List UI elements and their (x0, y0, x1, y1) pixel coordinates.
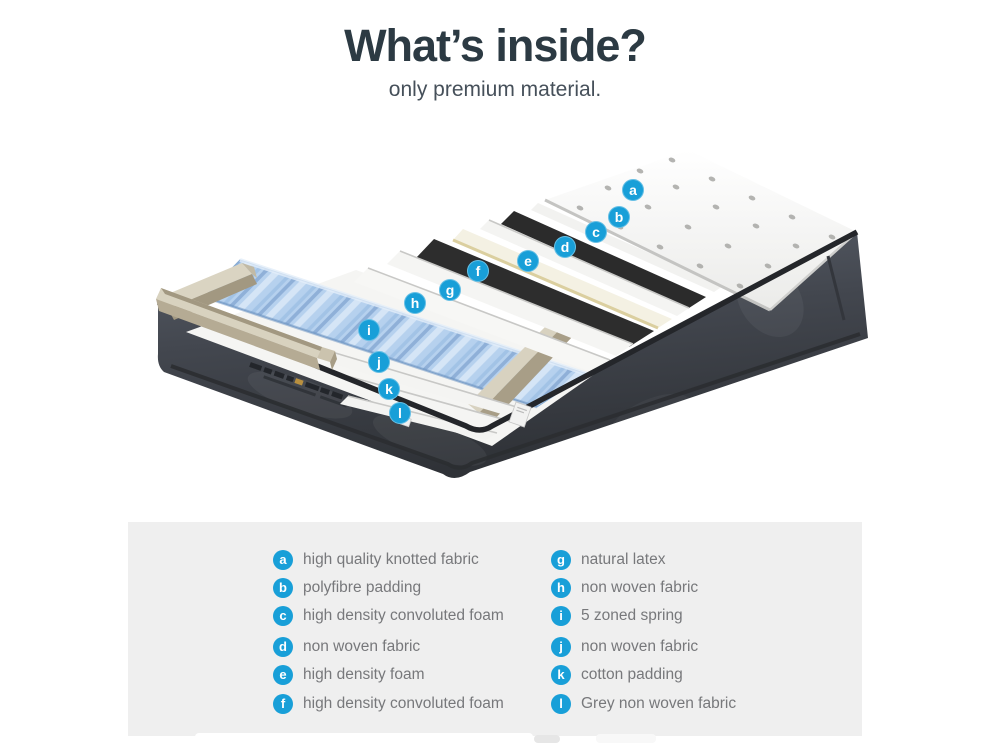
legend-label-l: Grey non woven fabric (581, 695, 737, 712)
callout-badge-k: k (378, 378, 400, 400)
legend-label-a: high quality knotted fabric (303, 551, 479, 568)
legend-badge-d: d (273, 637, 293, 657)
legend-label-e: high density foam (303, 666, 425, 683)
legend-badge-e: e (273, 665, 293, 685)
legend-label-k: cotton padding (581, 666, 683, 683)
callout-badge-l: l (389, 402, 411, 424)
callout-badge-c: c (585, 221, 607, 243)
callout-badge-b: b (608, 206, 630, 228)
mattress-base (157, 232, 868, 479)
legend-label-i: 5 zoned spring (581, 607, 683, 624)
watermark-fragment (596, 734, 656, 743)
page-subtitle: only premium material. (388, 78, 602, 101)
legend-badge-g: g (551, 550, 571, 570)
callout-badge-g: g (439, 279, 461, 301)
legend-label-b: polyfibre padding (303, 579, 422, 596)
layer-c (501, 211, 706, 308)
legend-badge-i: i (551, 606, 571, 626)
layer-l (340, 396, 497, 440)
legend-badge-h: h (551, 578, 571, 598)
legend-badge-j: j (551, 637, 571, 657)
layer-e (453, 229, 672, 328)
legend-label-h: non woven fabric (581, 579, 699, 596)
legend-item-b: b polyfibre padding (273, 578, 421, 598)
legend-badge-b: b (273, 578, 293, 598)
callout-badge-h: h (404, 292, 426, 314)
legend-item-f: f high density convoluted foam (273, 694, 504, 714)
legend-badge-c: c (273, 606, 293, 626)
legend-label-j: non woven fabric (581, 638, 699, 655)
callout-badge-i: i (358, 319, 380, 341)
legend-label-d: non woven fabric (303, 638, 421, 655)
layer-b (531, 203, 723, 292)
brand-embroidery (249, 362, 348, 408)
callout-badge-d: d (554, 236, 576, 258)
layer-d (480, 220, 689, 316)
callout-badge-e: e (517, 250, 539, 272)
callout-badge-f: f (467, 260, 489, 282)
legend-panel: a high quality knotted fabric b polyfibr… (128, 522, 862, 736)
edge-piping-bottom (170, 332, 861, 470)
legend-item-e: e high density foam (273, 665, 425, 685)
watermark-fragment (195, 733, 533, 743)
legend-label-g: natural latex (581, 551, 666, 568)
legend-item-a: a high quality knotted fabric (273, 550, 479, 570)
frame-left (156, 263, 337, 370)
legend-item-g: g natural latex (551, 550, 665, 570)
legend-item-j: j non woven fabric (551, 637, 698, 657)
legend-item-c: c high density convoluted foam (273, 606, 504, 626)
legend-badge-a: a (273, 550, 293, 570)
page-title: What’s inside? (344, 20, 647, 71)
care-label-tag (508, 401, 532, 428)
legend-badge-k: k (551, 665, 571, 685)
foam-layers (354, 203, 723, 372)
legend-item-k: k cotton padding (551, 665, 683, 685)
legend-label-c: high density convoluted foam (303, 607, 504, 624)
layer-g (387, 251, 633, 356)
legend-badge-l: l (551, 694, 571, 714)
callout-badge-j: j (368, 351, 390, 373)
legend-badge-f: f (273, 694, 293, 714)
legend-item-h: h non woven fabric (551, 578, 698, 598)
watermark-fragment (534, 735, 560, 743)
legend-item-d: d non woven fabric (273, 637, 420, 657)
tuft-dots (576, 157, 836, 289)
legend-item-l: l Grey non woven fabric (551, 694, 736, 714)
header: What’s inside? only premium material. (0, 0, 990, 102)
callout-badge-a: a (622, 179, 644, 201)
side-seam (826, 255, 846, 321)
edge-piping-top (156, 229, 859, 433)
legend-item-i: i 5 zoned spring (551, 606, 683, 626)
legend-label-f: high density convoluted foam (303, 695, 504, 712)
